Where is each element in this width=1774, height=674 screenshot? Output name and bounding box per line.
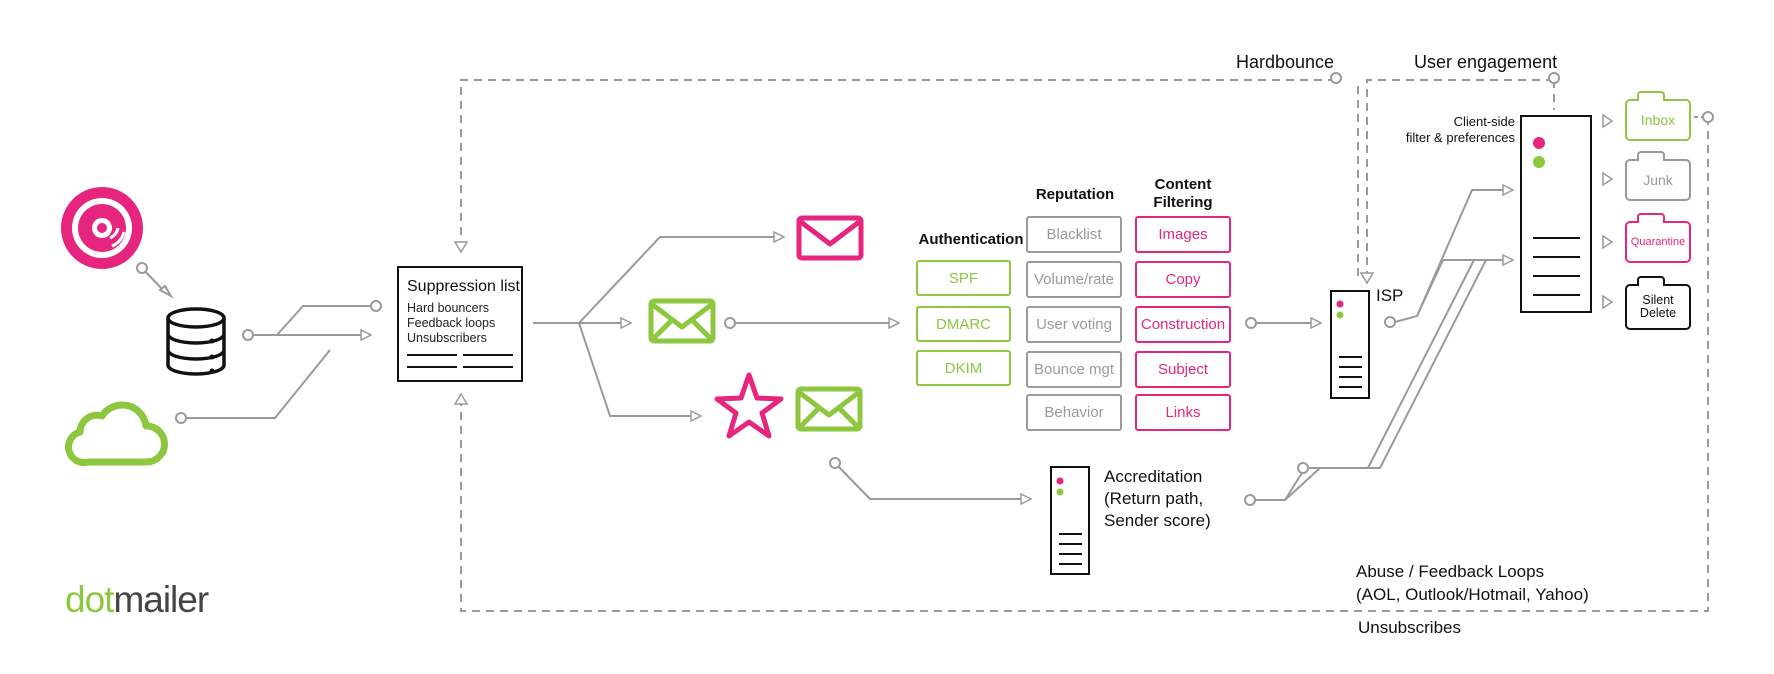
folder-icon bbox=[1637, 276, 1665, 286]
content-filtering-header: Content Filtering bbox=[1135, 176, 1231, 212]
reputation-header: Reputation bbox=[1035, 186, 1115, 203]
user-engagement-label: User engagement bbox=[1414, 52, 1558, 72]
content-box-copy: Copy bbox=[1135, 261, 1231, 298]
auth-box-spf: SPF bbox=[916, 260, 1011, 296]
dashed-loops bbox=[460, 79, 1709, 612]
auth-box-dmarc: DMARC bbox=[916, 306, 1011, 342]
content-header-line2: Filtering bbox=[1153, 194, 1213, 211]
auth-box-dkim: DKIM bbox=[916, 350, 1011, 386]
folder-icon bbox=[1637, 151, 1665, 161]
accreditation-label: Accreditation (Return path, Sender score… bbox=[1104, 466, 1211, 532]
folder-inbox-label: Inbox bbox=[1640, 112, 1676, 128]
logo-part-mailer: mailer bbox=[113, 579, 209, 620]
source-terminals bbox=[136, 262, 382, 424]
client-side-label: Client-side filter & preferences bbox=[1390, 114, 1515, 146]
envelope-icon-green-1 bbox=[648, 298, 716, 344]
content-box-images: Images bbox=[1135, 216, 1231, 253]
folder-icon bbox=[1637, 91, 1665, 101]
folder-silent-line1: Silent bbox=[1642, 293, 1674, 307]
unsubscribes-label: Unsubscribes bbox=[1358, 618, 1461, 637]
suppression-item-feedback-loops: Feedback loops bbox=[407, 316, 496, 330]
folder-quarantine: Quarantine bbox=[1625, 213, 1691, 263]
suppression-list-title: Suppression list bbox=[407, 278, 520, 295]
envelope-icon-green-2 bbox=[795, 386, 863, 432]
dotmailer-logo: dotmailer bbox=[65, 579, 209, 621]
logo-part-dot: dot bbox=[65, 579, 114, 620]
isp-label: ISP bbox=[1376, 286, 1404, 305]
suppression-item-hard-bouncers: Hard bouncers bbox=[407, 301, 489, 315]
accreditation-line2: (Return path, bbox=[1104, 489, 1204, 508]
accreditation-server-icon bbox=[1050, 466, 1090, 575]
dashed-arrowheads bbox=[453, 241, 1375, 405]
content-header-line1: Content bbox=[1154, 176, 1212, 193]
suppression-list-card: Suppression list Hard bouncers Feedback … bbox=[397, 266, 523, 382]
vinyl-disc-icon bbox=[61, 187, 143, 269]
content-box-subject: Subject bbox=[1135, 351, 1231, 388]
abuse-line2: (AOL, Outlook/Hotmail, Yahoo) bbox=[1356, 585, 1589, 604]
folder-junk-label: Junk bbox=[1643, 172, 1673, 188]
abuse-label: Abuse / Feedback Loops (AOL, Outlook/Hot… bbox=[1356, 560, 1589, 606]
envelope-icon-pink bbox=[796, 215, 864, 261]
folder-icon bbox=[1637, 213, 1665, 223]
hardbounce-label: Hardbounce bbox=[1236, 52, 1335, 72]
content-box-links: Links bbox=[1135, 394, 1231, 431]
suppression-item-unsubscribers: Unsubscribers bbox=[407, 331, 487, 345]
folder-inbox: Inbox bbox=[1625, 91, 1691, 141]
suppression-rule bbox=[463, 366, 513, 368]
split-terminals bbox=[724, 317, 1257, 469]
source-connectors bbox=[141, 267, 370, 419]
star-icon bbox=[714, 372, 784, 439]
cloud-icon bbox=[65, 401, 168, 466]
client-side-line2: filter & preferences bbox=[1405, 130, 1515, 145]
isp-terminals bbox=[1244, 316, 1396, 506]
reputation-box-volume-rate: Volume/rate bbox=[1026, 261, 1122, 298]
isp-server-icon bbox=[1330, 290, 1370, 399]
reputation-box-blacklist: Blacklist bbox=[1026, 216, 1122, 253]
reputation-box-bounce-mgt: Bounce mgt bbox=[1026, 351, 1122, 388]
authentication-header: Authentication bbox=[918, 231, 1024, 248]
folder-arrows bbox=[1602, 113, 1614, 310]
split-connectors bbox=[533, 237, 1320, 499]
isp-connectors bbox=[1252, 190, 1512, 501]
client-side-line1: Client-side bbox=[1453, 114, 1515, 129]
reputation-box-user-voting: User voting bbox=[1026, 306, 1122, 343]
accreditation-line3: Sender score) bbox=[1104, 511, 1211, 530]
suppression-rule bbox=[407, 366, 457, 368]
suppression-rule bbox=[463, 354, 513, 356]
folder-junk: Junk bbox=[1625, 151, 1691, 201]
folder-silent-delete: Silent Delete bbox=[1625, 276, 1691, 330]
folder-quarantine-label: Quarantine bbox=[1630, 236, 1686, 248]
database-icon bbox=[166, 307, 226, 376]
reputation-box-behavior: Behavior bbox=[1026, 394, 1122, 431]
accreditation-line1: Accreditation bbox=[1104, 467, 1203, 486]
suppression-rule bbox=[407, 354, 457, 356]
abuse-line1: Abuse / Feedback Loops bbox=[1356, 562, 1545, 581]
content-box-construction: Construction bbox=[1135, 306, 1231, 343]
client-server-icon bbox=[1520, 115, 1592, 313]
folder-silent-line2: Delete bbox=[1639, 306, 1677, 320]
